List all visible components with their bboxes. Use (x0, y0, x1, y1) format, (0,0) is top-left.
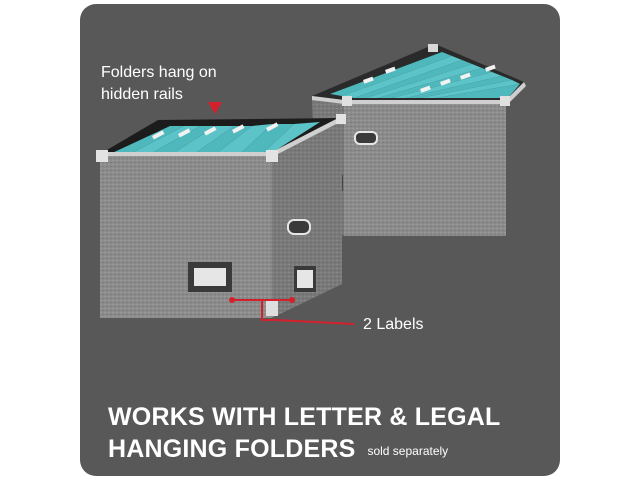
label-card (194, 268, 226, 286)
corner-guard (500, 96, 510, 106)
headline-line-2-text: HANGING FOLDERS (108, 435, 356, 463)
corner-guard (342, 96, 352, 106)
rails-arrow (208, 102, 222, 114)
labels-callout: 2 Labels (363, 316, 424, 333)
back-box-folder-tabs (363, 64, 496, 93)
corner-guard (428, 44, 438, 52)
back-box-folders (330, 52, 520, 98)
corner-guard (266, 300, 278, 316)
labels-leader-line (229, 297, 355, 325)
rails-callout-line-1: Folders hang on (101, 64, 217, 81)
back-file-box (312, 44, 526, 236)
file-boxes-illustration (96, 44, 526, 325)
corner-guard (336, 114, 346, 124)
front-box-folders (110, 122, 320, 154)
rails-callout-line-2: hidden rails (101, 86, 183, 103)
corner-guard (266, 150, 278, 162)
handle-hole (287, 219, 311, 235)
product-image-panel: Folders hang on hidden rails 2 Labels WO… (80, 4, 560, 476)
corner-guard (96, 150, 108, 162)
front-file-box (96, 114, 346, 318)
label-card (297, 270, 313, 288)
sold-separately-note: sold separately (367, 444, 449, 458)
headline-line-2: HANGING FOLDERS sold separately (108, 432, 448, 468)
front-box-folder-tabs (151, 122, 279, 140)
headline-line-1: WORKS WITH LETTER & LEGAL (108, 403, 501, 431)
handle-hole (354, 131, 378, 145)
